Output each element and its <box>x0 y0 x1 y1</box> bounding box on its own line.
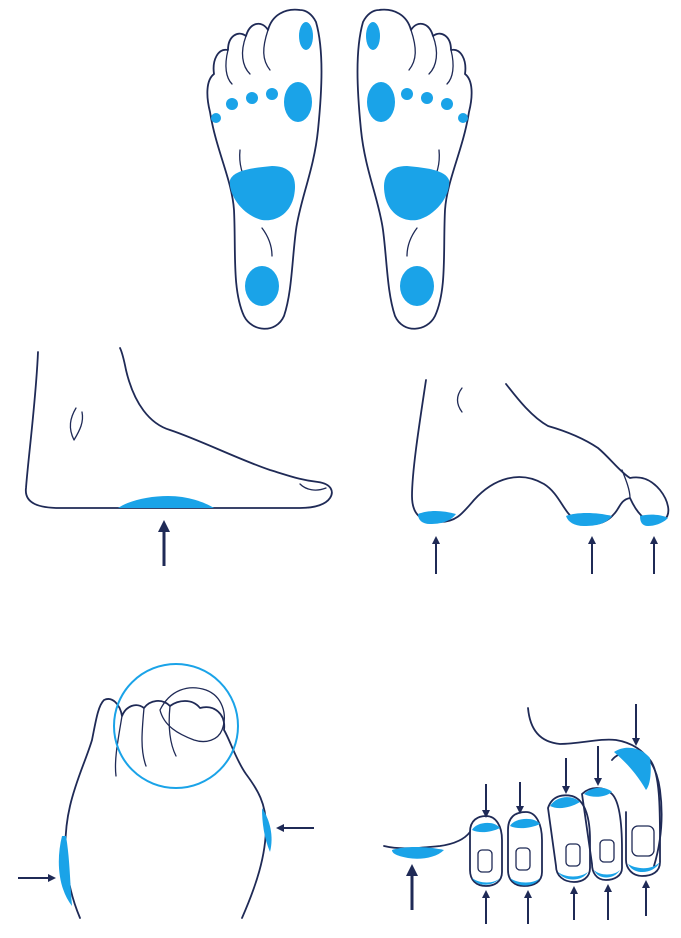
bunion-toe-line-2 <box>142 708 146 766</box>
right-ball-pad <box>367 82 395 122</box>
right-midfoot-pad <box>384 166 449 220</box>
right-toe-line-1 <box>409 30 415 70</box>
high-arch-heel-contact <box>418 511 456 524</box>
left-met-dot-4 <box>266 88 278 100</box>
bunion-right-pressure <box>262 808 272 852</box>
left-sole <box>207 10 321 329</box>
high-arch-toe-contact <box>640 515 668 526</box>
high-arch-ball-contact <box>566 513 612 526</box>
high-arch-outline <box>412 380 668 524</box>
left-heel-pad <box>245 266 279 306</box>
toe-2-nail <box>600 840 614 862</box>
toe-4-nail <box>516 848 530 870</box>
left-toe-line-3 <box>226 50 232 84</box>
right-met-dot-1 <box>458 113 468 123</box>
right-big-toe-pad <box>366 22 380 50</box>
flat-foot-outline <box>26 348 332 508</box>
right-toe-line-2 <box>429 36 436 74</box>
left-ball-pad <box>284 82 312 122</box>
left-met-dot-2 <box>226 98 238 110</box>
toe-1-top-pressure <box>614 748 651 790</box>
high-arch-panel <box>412 380 668 574</box>
left-midfoot-pad <box>230 166 295 220</box>
toe-1-nail <box>632 826 654 856</box>
left-toe-line-1 <box>264 30 270 70</box>
toe-3-nail <box>566 844 580 866</box>
toe-4-top-pressure <box>510 819 540 828</box>
toe-5-top-pressure <box>472 823 500 832</box>
soles-panel <box>207 10 471 329</box>
left-big-toe-pad <box>299 22 313 50</box>
toe-5-nail <box>478 850 492 872</box>
bunion-panel <box>18 664 314 918</box>
high-arch-ankle <box>458 388 463 412</box>
left-heel-line <box>262 228 272 256</box>
toe-2-outline <box>582 788 622 880</box>
flat-foot-ankle <box>70 408 82 440</box>
hammer-toes-forefoot <box>384 832 470 848</box>
left-met-dot-1 <box>211 113 221 123</box>
right-met-dot-2 <box>441 98 453 110</box>
flat-foot-panel <box>26 348 332 566</box>
bunion-left-pressure <box>59 836 72 906</box>
toe-2-tip-pressure <box>594 870 620 878</box>
right-heel-pad <box>400 266 434 306</box>
hammer-toes-top-contour <box>528 708 662 866</box>
right-met-dot-3 <box>421 92 433 104</box>
hammer-toes-panel <box>384 704 662 924</box>
right-toe-line-3 <box>447 50 453 84</box>
bunion-foot-outline <box>65 699 266 918</box>
flat-foot-arch-contact <box>118 496 214 508</box>
right-met-dot-4 <box>401 88 413 100</box>
right-heel-line <box>407 228 417 256</box>
flat-foot-toe-nail <box>300 484 326 490</box>
right-sole <box>358 10 472 329</box>
left-toe-line-2 <box>243 36 250 74</box>
left-met-dot-3 <box>246 92 258 104</box>
hammer-forefoot-pressure <box>392 847 444 859</box>
bunion-magnifier-ring <box>114 664 238 788</box>
